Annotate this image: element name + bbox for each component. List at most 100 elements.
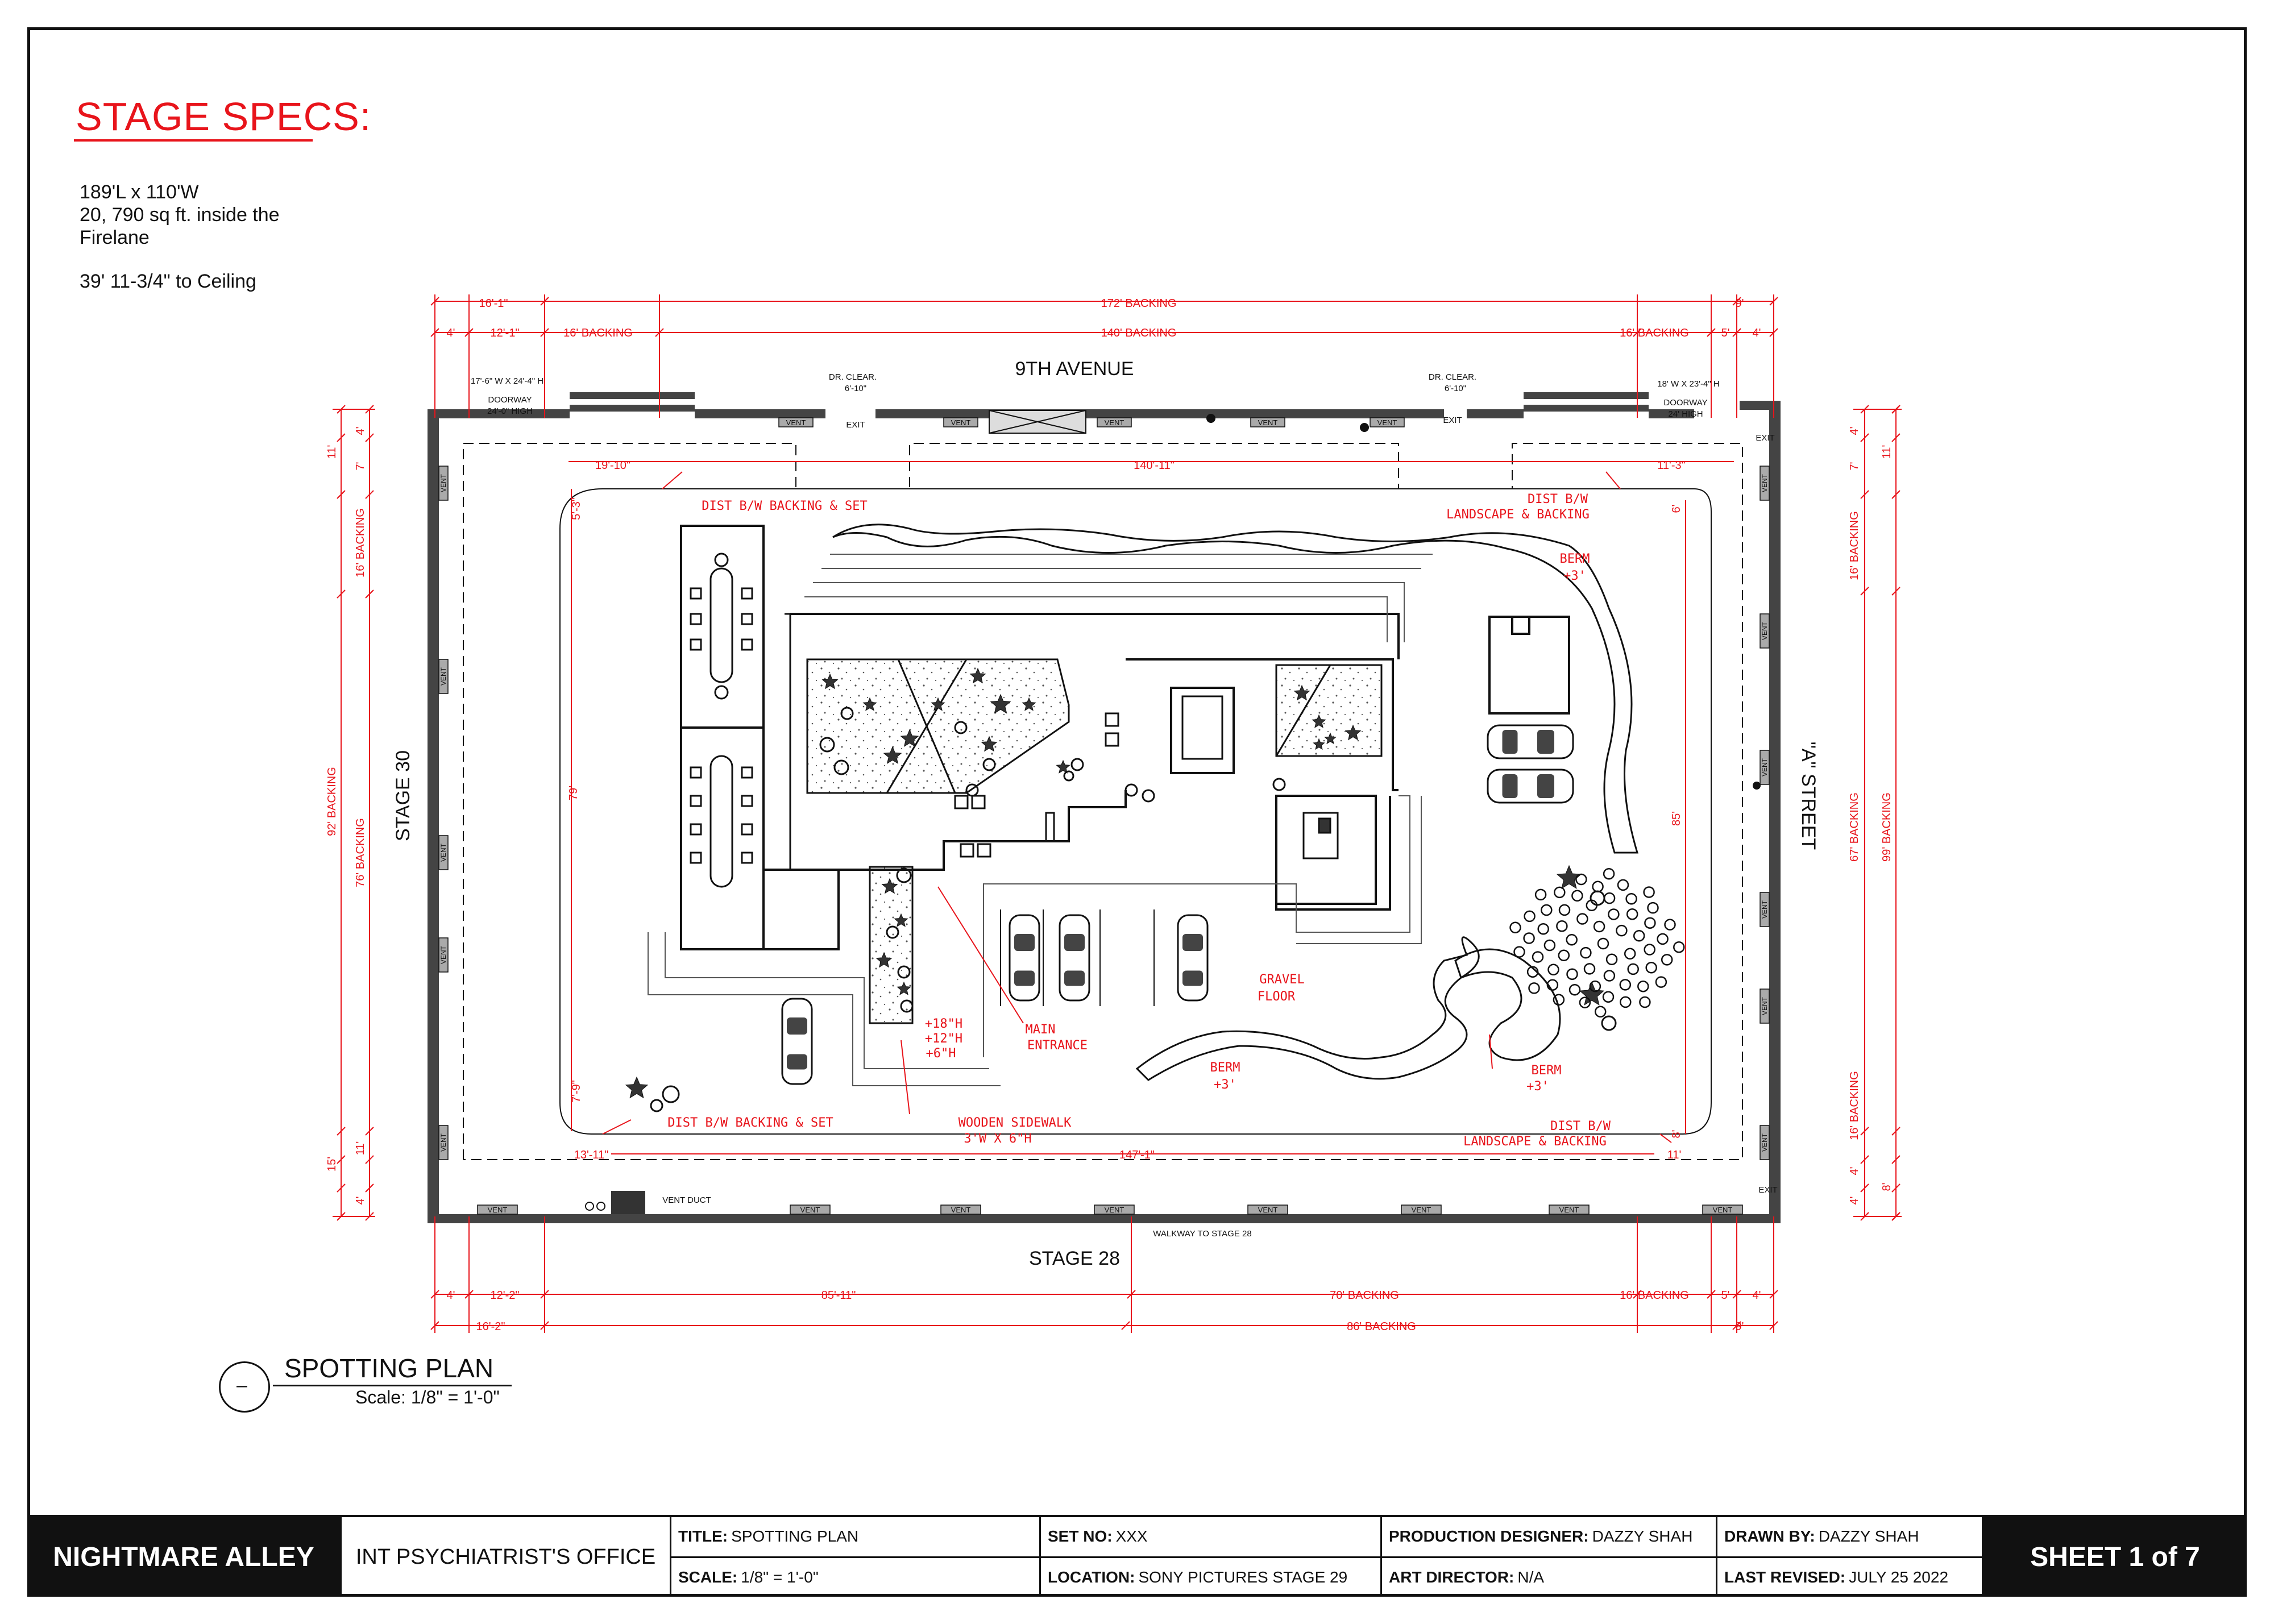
dim-top2-a: 4': [447, 327, 455, 339]
vent-right-2: [1760, 750, 1770, 785]
dim-right-j: 8': [1881, 1183, 1893, 1191]
dim-right-a: 4': [1848, 427, 1861, 435]
main-building: [790, 613, 1400, 911]
dim-left-g: 11': [354, 1141, 367, 1156]
dim-bot1-a: 4': [447, 1289, 455, 1302]
tree-cluster-58: [1639, 996, 1651, 1008]
legend-title: SPOTTING PLAN: [284, 1353, 494, 1383]
dim-inner-right-85: 85': [1670, 811, 1683, 826]
dim-inner-top-mid: 140'-11": [1134, 459, 1175, 472]
vent-left-label-2: VENT: [439, 843, 447, 862]
tree-cluster-0: [1597, 937, 1609, 950]
plant-5: [1022, 697, 1036, 711]
vent-bottom-2: [940, 1204, 981, 1215]
vent-left-label-1: VENT: [439, 667, 447, 686]
firelane-line: [463, 443, 1743, 1160]
doorway-left-label: DOORWAY: [488, 395, 532, 405]
note-sidewalk-2: 3'W X 6"H: [964, 1132, 1031, 1146]
tree-cluster-11: [1603, 970, 1616, 982]
tree-cluster-52: [1643, 886, 1655, 898]
title-block: NIGHTMARE ALLEY INT PSYCHIATRIST'S OFFIC…: [27, 1515, 2247, 1597]
scale-label: SCALE:: [678, 1568, 738, 1586]
plant-3: [969, 667, 986, 684]
shrub-18: [650, 1099, 663, 1112]
tree-cluster-17: [1543, 939, 1556, 952]
door-clear-left-dim: 6'-10": [845, 384, 866, 393]
vent-left-0: [438, 466, 449, 501]
conference-table-2: [690, 755, 753, 888]
tree-cluster-26: [1644, 917, 1656, 929]
revised-label: LAST REVISED:: [1724, 1568, 1846, 1586]
tree-cluster-3: [1605, 953, 1618, 966]
tree-cluster-30: [1532, 951, 1544, 963]
set-name: INT PSYCHIATRIST'S OFFICE: [342, 1517, 671, 1597]
vent-right-1: [1760, 613, 1770, 649]
dim-bot1-f: 5': [1721, 1289, 1730, 1302]
dim-left-d: 16' BACKING: [354, 508, 367, 578]
dim-top2-e: 5': [1721, 327, 1730, 339]
doorway-left-high: 24'-0" HIGH: [487, 406, 533, 416]
dim-bot1-d: 70' BACKING: [1330, 1289, 1399, 1302]
vent-top-4: [1370, 417, 1405, 427]
shrub-13: [897, 965, 911, 979]
note-dist-bl: DIST B/W BACKING & SET: [667, 1116, 833, 1130]
plant-14: [881, 878, 898, 894]
note-main-1: MAIN: [1026, 1023, 1056, 1037]
shrub-3: [954, 721, 968, 734]
tree-cluster-21: [1644, 944, 1655, 956]
doorway-labels: 17'-6" W X 24'-4" H DOORWAY 24'-0" HIGH …: [471, 372, 1778, 1239]
spec-area: 20, 790 sq ft. inside the: [80, 204, 280, 226]
shrub-11: [896, 867, 912, 883]
tree-cluster-6: [1583, 963, 1596, 975]
vent-bottom-label-6: VENT: [1559, 1206, 1579, 1214]
tree-cluster-13: [1633, 930, 1645, 942]
dim-left-h: 15': [326, 1157, 338, 1172]
legend-underline: [273, 1385, 512, 1386]
location-row: LOCATION:SONY PICTURES STAGE 29: [1041, 1556, 1380, 1597]
car-1: [1059, 914, 1090, 1002]
exit-label-3: EXIT: [1756, 433, 1774, 443]
tree-cluster-14: [1566, 968, 1578, 981]
vent-top-label-1: VENT: [951, 418, 971, 427]
street-south: STAGE 28: [1029, 1248, 1120, 1269]
pd-label: PRODUCTION DESIGNER:: [1389, 1527, 1589, 1546]
plant-symbols: [625, 667, 1685, 1112]
dim-bot2-mid: 86' BACKING: [1347, 1320, 1416, 1333]
tree-cluster-45: [1620, 996, 1632, 1008]
door-clear-left: DR. CLEAR.: [829, 372, 877, 382]
door-clear-right-dim: 6'-10": [1445, 384, 1466, 393]
doorway-right-high: 24' HIGH: [1668, 409, 1703, 419]
tree-cluster-34: [1657, 933, 1669, 945]
note-dist-tl: DIST B/W BACKING & SET: [702, 499, 867, 513]
dim-right-h: 4': [1848, 1167, 1861, 1176]
dim-inner-bot-mid: 147'-1": [1119, 1149, 1155, 1161]
plant-17: [897, 981, 911, 995]
scale-value: 1/8" = 1'-0": [741, 1568, 819, 1586]
note-sidewalk-1: WOODEN SIDEWALK: [958, 1116, 1072, 1130]
note-berm-top-h: +3': [1563, 569, 1586, 583]
doorway-left-size: 17'-6" W X 24'-4" H: [471, 376, 543, 386]
vent-bottom-0: [477, 1204, 518, 1215]
plant-10: [1293, 684, 1310, 701]
courtyard-planters: [806, 658, 1383, 1024]
ad-value: N/A: [1517, 1568, 1545, 1586]
dim-top2-c: 16' BACKING: [563, 327, 633, 339]
vent-top-label-4: VENT: [1377, 418, 1397, 427]
dim-right-f: 99' BACKING: [1881, 792, 1893, 862]
parking-bays: [1000, 909, 1155, 1006]
vent-left-label-3: VENT: [439, 945, 447, 964]
dimension-lines: [333, 294, 1902, 1333]
shrub-8: [1124, 783, 1138, 797]
dim-left-f: 76' BACKING: [354, 818, 367, 887]
vent-bottom-4: [1247, 1204, 1288, 1215]
vent-bottom-label-5: VENT: [1412, 1206, 1431, 1214]
tree-cluster-37: [1637, 980, 1649, 992]
car-5: [1487, 769, 1574, 804]
dim-corner-bl: 7'-9": [570, 1080, 583, 1103]
dim-corner-tr: 6': [1670, 505, 1683, 513]
street-east: "A" STREET: [1798, 742, 1819, 850]
dim-inner-top-right: 11'-3": [1657, 459, 1685, 472]
vent-bottom-label-7: VENT: [1713, 1206, 1733, 1214]
plant-18: [1556, 865, 1582, 889]
